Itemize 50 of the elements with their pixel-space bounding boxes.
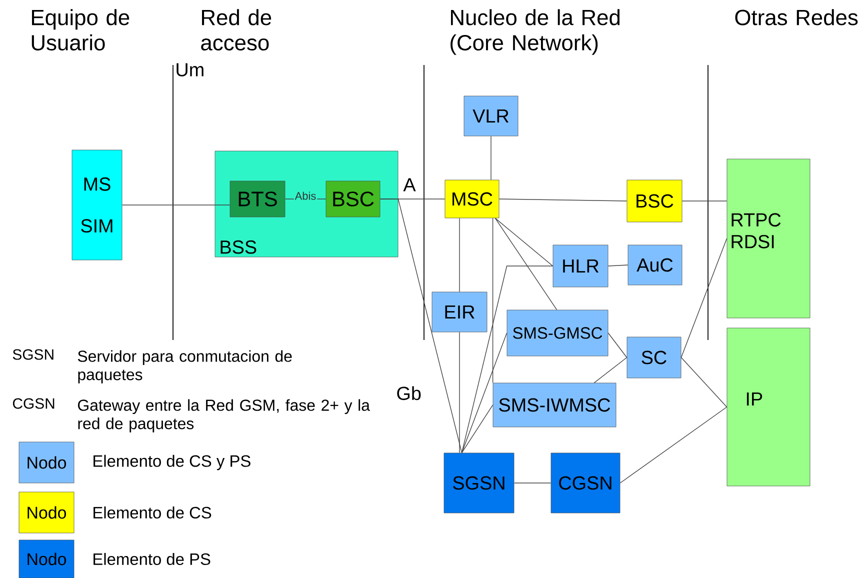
interface-label: A bbox=[403, 178, 416, 192]
section-heading: Red de acceso bbox=[201, 9, 272, 50]
process-box: AuC bbox=[628, 244, 682, 286]
connector-line bbox=[459, 332, 460, 454]
connector-line bbox=[620, 406, 728, 484]
connector-line bbox=[682, 200, 728, 202]
definition-text: Gateway entre la Red GSM, fase 2+ y la red de paquetes bbox=[78, 399, 370, 432]
network-box: RTPC RDSI bbox=[726, 158, 810, 318]
connector-line bbox=[514, 482, 552, 484]
process-box: EIR bbox=[432, 292, 488, 332]
process-box: SC bbox=[626, 336, 682, 378]
process-box: SGSN bbox=[444, 452, 514, 514]
section-heading: Otras Redes bbox=[735, 9, 858, 26]
network-box: IP bbox=[726, 328, 810, 486]
connector-line bbox=[459, 218, 460, 292]
process-box: BTS bbox=[230, 180, 286, 218]
legend-text: Elemento de CS bbox=[94, 506, 212, 519]
interface-label: Um bbox=[176, 63, 204, 76]
connector-line bbox=[380, 198, 462, 454]
process-box: BSC bbox=[626, 180, 682, 222]
connector-line bbox=[494, 218, 558, 310]
process-box: VLR bbox=[464, 96, 518, 136]
process-box: MSC bbox=[444, 180, 500, 218]
connector-line bbox=[490, 136, 492, 180]
connector-line bbox=[594, 357, 628, 384]
station-box: MS SIM bbox=[72, 150, 122, 260]
abbreviation-label: SGSN bbox=[12, 349, 54, 360]
section-heading: Equipo de Usuario bbox=[32, 9, 130, 50]
connector-line bbox=[608, 332, 628, 358]
connector-line bbox=[608, 264, 628, 266]
interface-label: Gb bbox=[397, 386, 421, 400]
connector-line bbox=[494, 218, 554, 266]
connector-line bbox=[461, 332, 508, 454]
connector-line bbox=[461, 404, 494, 454]
definition-text: Servidor para conmutacion de paquetes bbox=[78, 350, 292, 384]
process-box: CGSN bbox=[550, 452, 620, 514]
process-box: SMS-GMSC bbox=[506, 310, 608, 356]
process-box: SMS-IWMSC bbox=[492, 382, 616, 428]
abbreviation-label: CGSN bbox=[12, 398, 54, 409]
section-heading: Nucleo de la Red (Core Network) bbox=[450, 9, 620, 55]
legend-text: Elemento de CS y PS bbox=[94, 454, 250, 470]
process-box: HLR bbox=[552, 244, 608, 288]
connector-line bbox=[680, 357, 728, 408]
connector-line bbox=[492, 218, 494, 384]
connector-line bbox=[680, 238, 728, 358]
process-box: BSC bbox=[326, 180, 380, 218]
connector-line bbox=[498, 198, 628, 202]
connector-line bbox=[461, 266, 554, 454]
connector-line bbox=[122, 204, 230, 206]
legend-text: Elemento de PS bbox=[94, 552, 210, 566]
